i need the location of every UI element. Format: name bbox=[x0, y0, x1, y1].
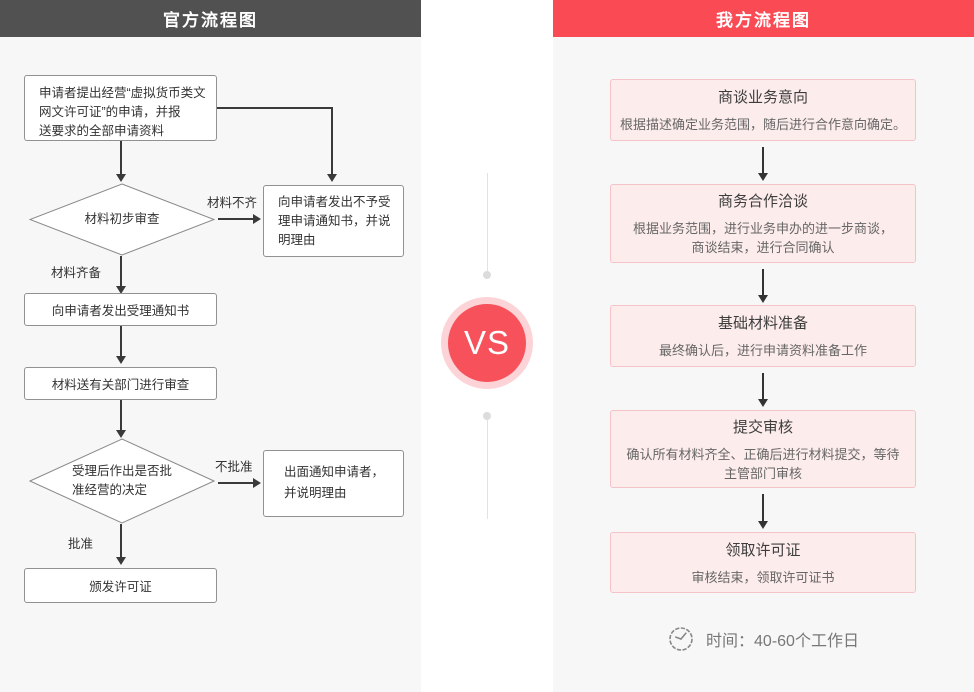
divider-dot bbox=[483, 412, 491, 420]
arrow-down-icon bbox=[758, 147, 768, 181]
branch-label-incomplete: 材料不齐 bbox=[207, 196, 258, 210]
branch-label-disapprove: 不批准 bbox=[215, 460, 253, 474]
step-title: 商谈业务意向 bbox=[717, 89, 808, 106]
time-note-label: 时间：40-60个工作日 bbox=[706, 633, 859, 650]
decision-approval-label: 受理后作出是否批 准经营的决定 bbox=[71, 464, 172, 497]
step-desc: 根据描述确定业务范围，随后进行合作意向确定。 bbox=[619, 117, 906, 132]
step-title: 提交审核 bbox=[732, 418, 793, 436]
official-flow-header: 官方流程图 bbox=[0, 0, 421, 37]
step-title: 基础材料准备 bbox=[717, 315, 808, 332]
our-flow-header: 我方流程图 bbox=[553, 0, 974, 37]
vs-badge-label: VS bbox=[448, 304, 526, 382]
step-desc: 确认所有材料齐全、正确后进行材料提交，等待 主管部门审核 bbox=[626, 446, 900, 481]
arrow-right-icon bbox=[218, 478, 261, 488]
step-desc: 根据业务范围，进行业务申办的进一步商谈， 商谈结束，进行合同确认 bbox=[632, 221, 893, 255]
flow-box-send-review: 材料送有关部门进行审查 bbox=[24, 367, 217, 400]
step-card-material-prep: 基础材料准备 最终确认后，进行申请资料准备工作 bbox=[610, 305, 916, 367]
flow-box-accept-notice: 向申请者发出受理通知书 bbox=[24, 293, 217, 326]
step-card-business-intent: 商谈业务意向 根据描述确定业务范围，随后进行合作意向确定。 bbox=[610, 79, 916, 141]
step-card-get-license: 领取许可证 审核结束，领取许可证书 bbox=[610, 532, 916, 593]
step-title: 商务合作洽谈 bbox=[717, 193, 808, 210]
flow-box-apply: 申请者提出经营“虚拟货币类文 网文许可证”的申请，并报 送要求的全部申请资料 bbox=[24, 75, 217, 141]
arrow-down-icon bbox=[327, 107, 337, 182]
official-flow-panel: 官方流程图 申请者提出经营“虚拟货币类文 网文许可证”的申请，并报 送要求的全部… bbox=[0, 0, 421, 692]
arrow-down-icon bbox=[116, 256, 126, 294]
step-title: 领取许可证 bbox=[725, 541, 801, 559]
decision-initial-review: 材料初步审查 bbox=[29, 183, 215, 256]
time-note: 时间：40-60个工作日 bbox=[553, 626, 974, 652]
arrow-down-icon bbox=[116, 326, 126, 364]
flow-box-notify-reason: 出面通知申请者， 并说明理由 bbox=[263, 450, 404, 517]
branch-label-approve: 批准 bbox=[68, 537, 94, 551]
diamond-shape-icon bbox=[29, 183, 215, 256]
arrow-down-icon bbox=[116, 400, 126, 438]
vs-badge: VS bbox=[441, 297, 533, 389]
branch-label-complete: 材料齐备 bbox=[51, 266, 102, 280]
flow-box-reject-notice: 向申请者发出不予受 理申请通知书，并说 明理由 bbox=[263, 185, 404, 257]
diamond-shape-icon bbox=[29, 438, 215, 524]
arrow-down-icon bbox=[116, 524, 126, 565]
step-desc: 审核结束，领取许可证书 bbox=[691, 569, 835, 585]
divider-line bbox=[487, 420, 488, 519]
our-flow-panel: 我方流程图 商谈业务意向 根据描述确定业务范围，随后进行合作意向确定。 商务合作… bbox=[553, 0, 974, 692]
step-desc: 最终确认后，进行申请资料准备工作 bbox=[658, 343, 867, 358]
step-card-cooperation-talks: 商务合作洽谈 根据业务范围，进行业务申办的进一步商谈， 商谈结束，进行合同确认 bbox=[610, 184, 916, 263]
divider-line bbox=[487, 173, 488, 271]
connector-line bbox=[217, 107, 333, 109]
decision-approval: 受理后作出是否批 准经营的决定 bbox=[29, 438, 215, 524]
arrow-down-icon bbox=[758, 494, 768, 529]
arrow-down-icon bbox=[758, 373, 768, 407]
divider-dot bbox=[483, 271, 491, 279]
step-card-submit-review: 提交审核 确认所有材料齐全、正确后进行材料提交，等待 主管部门审核 bbox=[610, 410, 916, 488]
arrow-down-icon bbox=[758, 269, 768, 303]
clock-icon bbox=[669, 627, 693, 651]
arrow-right-icon bbox=[218, 214, 261, 224]
decision-initial-review-label: 材料初步审查 bbox=[84, 212, 160, 226]
flow-box-issue-license: 颁发许可证 bbox=[24, 568, 217, 603]
arrow-down-icon bbox=[116, 141, 126, 182]
